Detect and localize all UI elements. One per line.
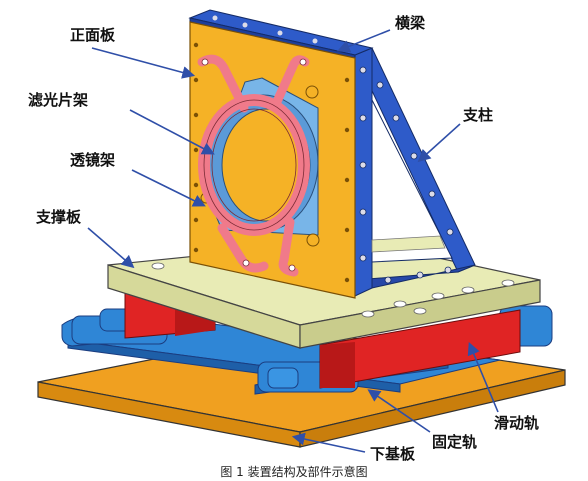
label-filter-holder: 滤光片架 <box>28 91 88 109</box>
label-front-plate: 正面板 <box>70 26 116 44</box>
label-fixed-rail: 固定轨 <box>432 433 477 451</box>
leader-support-plate <box>87 227 135 269</box>
leader-fixed-rail <box>367 389 431 433</box>
leader-lines <box>87 29 499 453</box>
leader-filter-holder <box>129 109 215 155</box>
label-crossbeam: 横梁 <box>395 14 426 32</box>
figure-caption: 图 1 装置结构及部件示意图 <box>220 464 367 479</box>
label-pillar: 支柱 <box>462 106 493 124</box>
leader-lens-holder <box>131 169 206 207</box>
label-base-plate: 下基板 <box>370 445 416 463</box>
label-lens-holder: 透镜架 <box>70 151 115 169</box>
label-support-plate: 支撑板 <box>35 208 82 226</box>
leader-crossbeam <box>337 29 391 53</box>
sliding-block-right <box>319 309 521 389</box>
leader-pillar <box>417 123 461 163</box>
filter-holder <box>197 54 310 277</box>
lens-holder <box>200 77 320 247</box>
label-slide-rail: 滑动轨 <box>494 414 539 432</box>
leader-slide-rail <box>467 342 499 413</box>
pillar <box>353 47 476 297</box>
leader-front-plate <box>91 47 196 79</box>
leader-base-plate <box>291 432 366 453</box>
